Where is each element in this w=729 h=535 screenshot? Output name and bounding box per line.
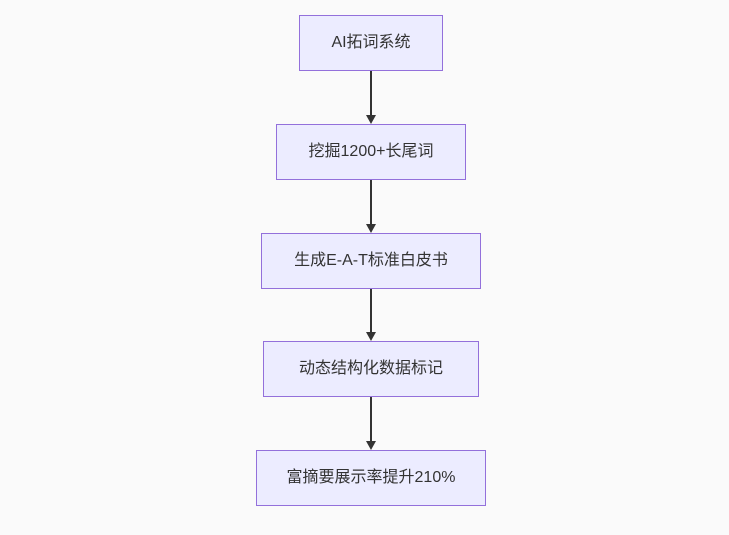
flowchart-arrow-1-2 bbox=[365, 71, 377, 124]
arrow-line bbox=[370, 397, 372, 441]
arrow-line bbox=[370, 289, 372, 332]
arrow-line bbox=[370, 180, 372, 224]
flowchart-node-eat-whitepaper: 生成E-A-T标准白皮书 bbox=[261, 233, 481, 289]
arrow-head-icon bbox=[366, 224, 376, 233]
flowchart-node-rich-snippet-rate: 富摘要展示率提升210% bbox=[256, 450, 486, 506]
flowchart-node-ai-word-system: AI拓词系统 bbox=[299, 15, 443, 71]
flowchart-node-longtail-mining: 挖掘1200+长尾词 bbox=[276, 124, 466, 180]
flowchart-arrow-3-4 bbox=[365, 289, 377, 341]
node-label: 生成E-A-T标准白皮书 bbox=[294, 252, 448, 270]
node-label: 挖掘1200+长尾词 bbox=[308, 143, 434, 161]
arrow-head-icon bbox=[366, 441, 376, 450]
flowchart-node-structured-data: 动态结构化数据标记 bbox=[263, 341, 479, 397]
node-label: 富摘要展示率提升210% bbox=[286, 469, 456, 487]
arrow-head-icon bbox=[366, 332, 376, 341]
node-label: 动态结构化数据标记 bbox=[298, 360, 443, 378]
flowchart-arrow-4-5 bbox=[365, 397, 377, 450]
node-label: AI拓词系统 bbox=[331, 34, 411, 52]
arrow-line bbox=[370, 71, 372, 115]
flowchart-arrow-2-3 bbox=[365, 180, 377, 233]
arrow-head-icon bbox=[366, 115, 376, 124]
